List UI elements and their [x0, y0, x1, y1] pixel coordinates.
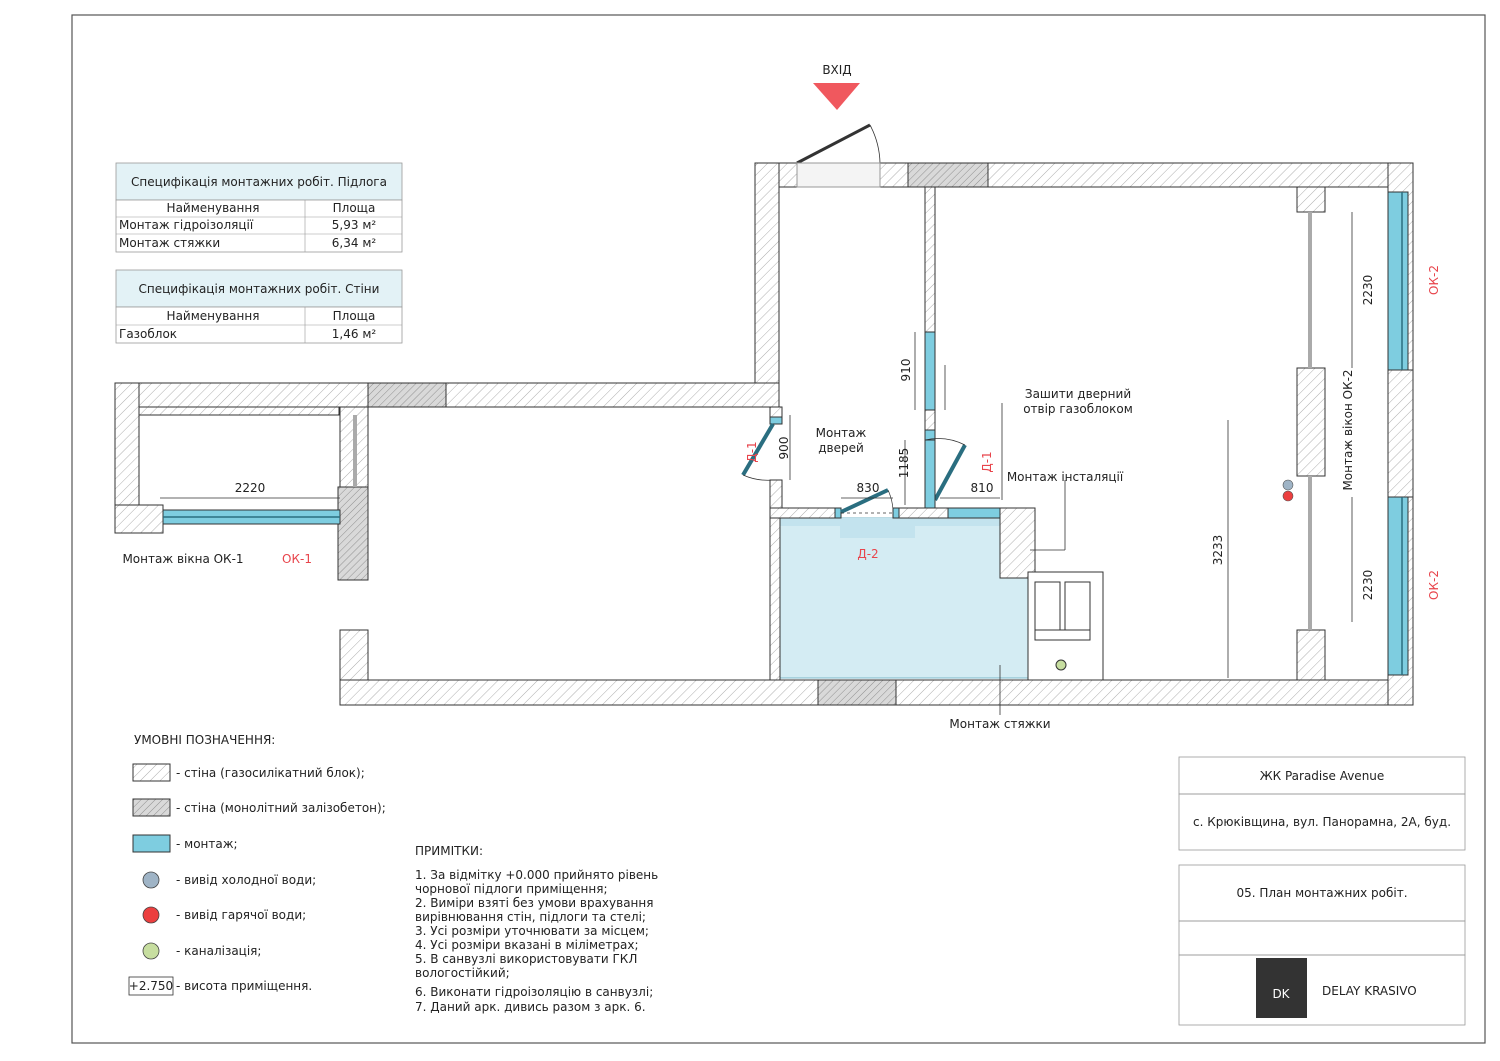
legend-swatch-concrete: [132, 798, 171, 817]
windows-ok2: [1308, 191, 1414, 676]
legend-label: - стіна (газосилікатний блок);: [176, 766, 365, 780]
note-windows-ok2: Монтаж вікон ОК-2: [1341, 369, 1355, 490]
legend-label: - вивід гарячої води;: [176, 908, 306, 922]
hot-water-icon: [1282, 490, 1294, 502]
note-sew-2: отвір газоблоком: [1023, 402, 1133, 416]
spec-floor-row-area: 5,93 м²: [332, 218, 377, 232]
legend-label: - вивід холодної води;: [176, 873, 316, 887]
notes-line: 5. В санвузлі використовувати ГКЛ: [415, 952, 637, 966]
sheet-name: 05. План монтажних робіт.: [1236, 886, 1407, 900]
company-name: DELAY KRASIVO: [1322, 984, 1417, 998]
dimension-lines: [160, 212, 1353, 715]
walls-concrete: [337, 162, 989, 706]
company-logo: [1256, 958, 1307, 1018]
bath-fixtures: [1027, 571, 1104, 681]
tag-ok2-bottom: ОК-2: [1427, 570, 1441, 600]
legend-swatch-montage: [132, 834, 171, 853]
bathroom-floor: [779, 517, 1029, 679]
note-sew-1: Зашити дверний: [1025, 387, 1131, 401]
doors: [741, 123, 967, 519]
project-address: с. Крюківщина, вул. Панорамна, 2А, буд.: [1193, 815, 1451, 829]
notes-line: вологостійкий;: [415, 966, 510, 980]
note-installation: Монтаж інсталяції: [1007, 470, 1124, 484]
note-doors-2: дверей: [818, 441, 864, 455]
spec-floor-col-name: Найменування: [167, 201, 260, 215]
dim-window-ok1: 2220: [235, 481, 266, 495]
tag-d2: Д-2: [857, 547, 878, 561]
notes-line: 6. Виконати гідроізоляцію в санвузлі;: [415, 985, 653, 999]
legend-height-value: +2.750: [129, 979, 173, 993]
notes: ПРИМІТКИ: 1. За відмітку +0.000 прийнято…: [415, 844, 658, 1014]
entry-arrow-icon: [813, 83, 860, 110]
sewer-icon: [142, 942, 160, 960]
legend-label: - каналізація;: [176, 944, 261, 958]
dim-ok2-top: 2230: [1361, 275, 1375, 306]
legend-title: УМОВНІ ПОЗНАЧЕННЯ:: [134, 733, 275, 747]
spec-floor-table: Специфікація монтажних робіт. Підлога На…: [115, 162, 403, 253]
note-window-ok1: Монтаж вікна ОК-1: [122, 552, 243, 566]
hot-water-icon: [142, 906, 160, 924]
dim-door-d1-left: 900: [777, 437, 791, 460]
cold-water-icon: [1282, 479, 1294, 491]
notes-line: 2. Виміри взяті без умови врахування: [415, 896, 653, 910]
notes-title: ПРИМІТКИ:: [415, 844, 483, 858]
legend: УМОВНІ ПОЗНАЧЕННЯ: - стіна (газосилікатн…: [128, 733, 386, 996]
spec-walls-row-name: Газоблок: [119, 327, 177, 341]
legend-label: - монтаж;: [176, 837, 238, 851]
window-ok1: [162, 415, 357, 525]
title-block: [1178, 756, 1466, 1026]
tag-ok2-top: ОК-2: [1427, 265, 1441, 295]
tag-ok1: ОК-1: [282, 552, 312, 566]
cold-water-icon: [142, 871, 160, 889]
notes-line: 3. Усі розміри уточнювати за місцем;: [415, 924, 649, 938]
notes-line: вирівнювання стін, підлоги та стелі;: [415, 910, 646, 924]
notes-line: 1. За відмітку +0.000 прийнято рівень: [415, 868, 658, 882]
tag-d1-right: Д-1: [980, 451, 994, 472]
spec-walls-col-name: Найменування: [167, 309, 260, 323]
project-name: ЖК Paradise Avenue: [1260, 769, 1385, 783]
notes-line: чорнової підлоги приміщення;: [415, 882, 608, 896]
sheet-frame: [71, 14, 1486, 1044]
note-doors-1: Монтаж: [816, 426, 867, 440]
dim-opening: 910: [899, 359, 913, 382]
dim-door-d1-right: 1185: [897, 448, 911, 479]
spec-floor-row-area: 6,34 м²: [332, 236, 377, 250]
dim-door-d2: 830: [857, 481, 880, 495]
spec-floor-row-name: Монтаж стяжки: [119, 236, 220, 250]
spec-walls-row-area: 1,46 м²: [332, 327, 377, 341]
legend-label: - стіна (монолітний залізобетон);: [176, 801, 386, 815]
notes-line: 7. Даний арк. дивись разом з арк. 6.: [415, 1000, 646, 1014]
spec-floor-col-area: Площа: [333, 201, 376, 215]
tag-d1-left: Д-1: [745, 441, 759, 462]
legend-swatch-gas-block: [132, 763, 171, 782]
legend-label: - висота приміщення.: [176, 979, 312, 993]
dim-install: 810: [971, 481, 994, 495]
note-screed: Монтаж стяжки: [949, 717, 1050, 731]
plan: ВХІД 2220 2230 2230 3233 910 900 1185 83…: [114, 63, 1441, 731]
spec-walls-table: Специфікація монтажних робіт. Стіни Найм…: [115, 269, 403, 344]
sewn-opening: [924, 331, 936, 411]
company-logo-text: DK: [1272, 987, 1290, 1001]
legend-height-badge: [128, 976, 174, 996]
spec-walls-col-area: Площа: [333, 309, 376, 323]
spec-floor-title: Специфікація монтажних робіт. Підлога: [131, 175, 387, 189]
spec-walls-title: Специфікація монтажних робіт. Стіни: [139, 282, 380, 296]
entry-label: ВХІД: [822, 63, 851, 77]
dim-ok2-bottom: 2230: [1361, 570, 1375, 601]
install-strip: [947, 507, 1001, 519]
dim-room-depth: 3233: [1211, 535, 1225, 566]
spec-floor-row-name: Монтаж гідроізоляції: [119, 218, 254, 232]
sewer-outlet-icon: [1055, 659, 1067, 671]
notes-line: 4. Усі розміри вказані в міліметрах;: [415, 938, 639, 952]
